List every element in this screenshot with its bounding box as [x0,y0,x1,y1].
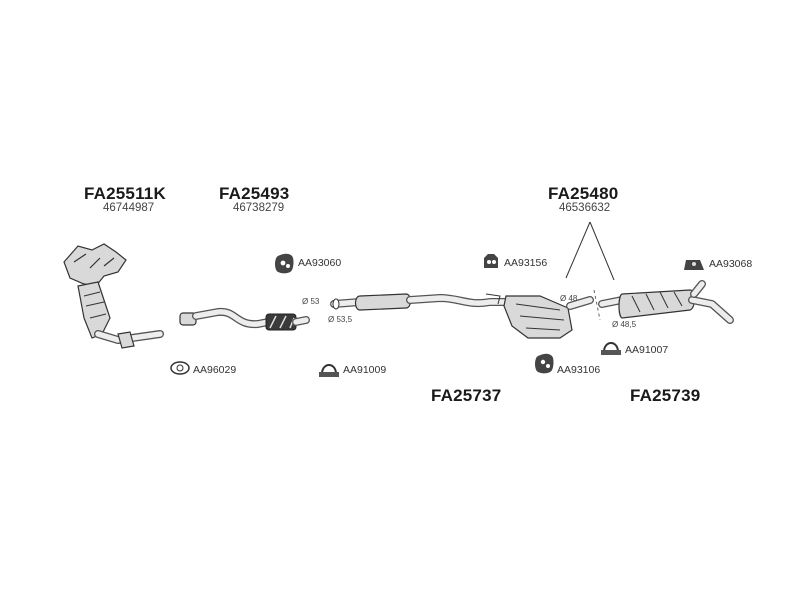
clamp-icon-a5 [319,364,339,377]
part-code-manifold: FA25511K [84,184,166,203]
rubber-mount-icon-a1 [275,253,294,274]
rubber-mount-icon-a6 [535,353,554,374]
oem-number-rear-section: 46536632 [559,202,611,214]
part-code-rear-section: FA25480 [548,184,619,203]
diameter-label-53-5: Ø 53,5 [328,315,353,324]
clamp-icon-a7 [601,342,621,355]
middle-pipe-drawing [330,293,510,311]
accessory-label-a5: AA91009 [343,364,387,376]
accessory-label-a7: AA91007 [625,344,669,356]
manifold-catalyst-drawing [63,243,164,349]
accessory-label-a1: AA93060 [298,257,342,269]
part-code-front-pipe: FA25493 [219,184,290,203]
front-pipe-drawing [179,307,310,331]
diameter-label-48-5: Ø 48,5 [612,320,637,329]
gasket-icon-a4 [170,361,190,375]
part-code-middle-silencer: FA25737 [431,386,502,405]
part-code-rear-silencer: FA25739 [630,386,701,405]
bracket-icon-a3 [684,260,704,270]
oem-number-manifold: 46744987 [103,202,155,214]
accessory-label-a6: AA93106 [557,364,601,376]
diameter-label-48: Ø 48 [560,294,578,303]
rear-silencer-drawing [598,280,734,324]
rubber-mount-icon-a2 [484,254,498,268]
diameter-label-53: Ø 53 [302,297,320,306]
middle-silencer-drawing [503,295,594,339]
accessory-label-a3: AA93068 [709,258,753,270]
accessory-label-a2: AA93156 [504,257,548,269]
oem-number-front-pipe: 46738279 [233,202,285,214]
rear-section-pointer-lines [565,221,615,321]
accessory-label-a4: AA96029 [193,364,237,376]
